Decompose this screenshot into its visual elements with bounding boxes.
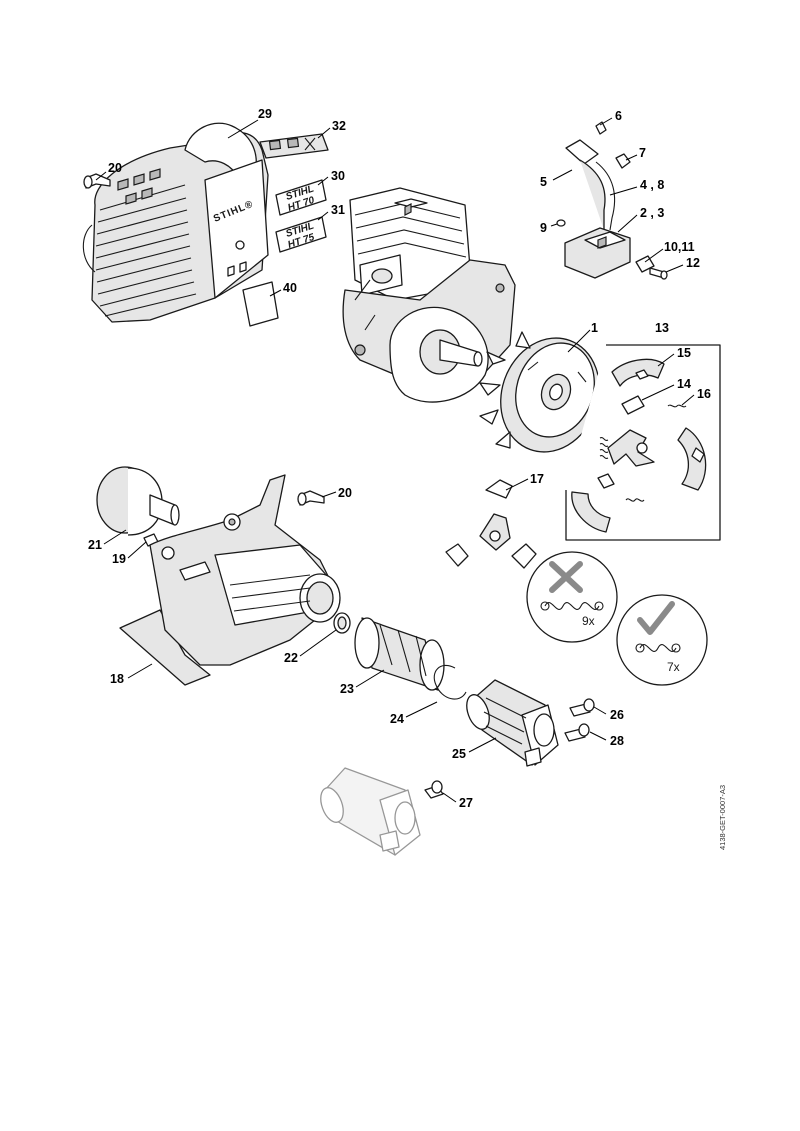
screw-28 bbox=[564, 723, 590, 742]
gear-housing-18 bbox=[119, 474, 341, 686]
callout-21: 21 bbox=[88, 538, 102, 552]
callout-23: 23 bbox=[340, 682, 354, 696]
callout-13: 13 bbox=[655, 321, 669, 335]
callout-17: 17 bbox=[530, 472, 544, 486]
fan-housing-shroud: STIHL® bbox=[82, 122, 269, 323]
callout-19: 19 bbox=[112, 552, 126, 566]
callout-28: 28 bbox=[610, 734, 624, 748]
callout-10-11: 10,11 bbox=[664, 240, 695, 254]
right-count: 7x bbox=[667, 660, 680, 674]
engine-cylinder-assembly bbox=[342, 187, 516, 403]
callout-31: 31 bbox=[331, 203, 345, 217]
callout-2-3: 2 , 3 bbox=[640, 206, 664, 220]
screw-27 bbox=[424, 780, 444, 799]
callout-40: 40 bbox=[283, 281, 297, 295]
callout-18: 18 bbox=[110, 672, 124, 686]
plate-40 bbox=[242, 281, 279, 327]
callout-6: 6 bbox=[615, 109, 622, 123]
callout-15: 15 bbox=[677, 346, 691, 360]
spring-note-right: 7x bbox=[616, 594, 708, 686]
callout-1: 1 bbox=[591, 321, 598, 335]
ring-24 bbox=[433, 664, 467, 700]
screw-20-mid bbox=[297, 490, 325, 506]
clutch-detail-frame bbox=[565, 344, 721, 541]
callout-12: 12 bbox=[686, 256, 700, 270]
leader-lines bbox=[95, 117, 695, 803]
callout-4-8: 4 , 8 bbox=[640, 178, 664, 192]
callout-7: 7 bbox=[639, 146, 646, 160]
callout-20-top: 20 bbox=[108, 161, 122, 175]
spring-note-wrong: 9x bbox=[526, 551, 618, 643]
roller-21 bbox=[96, 466, 180, 547]
clip-22 bbox=[333, 612, 351, 634]
screw-26 bbox=[569, 698, 595, 717]
callout-22: 22 bbox=[284, 651, 298, 665]
callout-numbers: 29 32 20 30 31 40 6 7 5 4 , 8 9 2 , 3 10… bbox=[88, 107, 711, 810]
callout-20-mid: 20 bbox=[338, 486, 352, 500]
callout-29: 29 bbox=[258, 107, 272, 121]
tube-25 bbox=[466, 679, 559, 767]
callout-25: 25 bbox=[452, 747, 466, 761]
callout-5: 5 bbox=[540, 175, 547, 189]
wrong-count: 9x bbox=[582, 614, 595, 628]
callout-14: 14 bbox=[677, 377, 691, 391]
decal-30: STIHL HT 70 bbox=[275, 179, 327, 216]
clutch-spider-17 bbox=[445, 479, 537, 569]
callout-30: 30 bbox=[331, 169, 345, 183]
screw-20-top bbox=[83, 173, 111, 189]
callout-16: 16 bbox=[697, 387, 711, 401]
x-mark-icon bbox=[549, 561, 583, 593]
sleeve-23 bbox=[354, 617, 445, 691]
callout-26: 26 bbox=[610, 708, 624, 722]
callout-24: 24 bbox=[390, 712, 404, 726]
check-mark-icon bbox=[637, 601, 675, 635]
decal-32 bbox=[259, 133, 329, 159]
callout-32: 32 bbox=[332, 119, 346, 133]
callout-27: 27 bbox=[459, 796, 473, 810]
document-id: 4138-GET-0007-A3 bbox=[718, 785, 727, 850]
callout-9: 9 bbox=[540, 221, 547, 235]
decal-31: STIHL HT 75 bbox=[275, 216, 327, 253]
tube-alternative bbox=[320, 767, 421, 856]
fan-wheel bbox=[479, 331, 600, 453]
ignition-module-assembly bbox=[556, 121, 668, 280]
